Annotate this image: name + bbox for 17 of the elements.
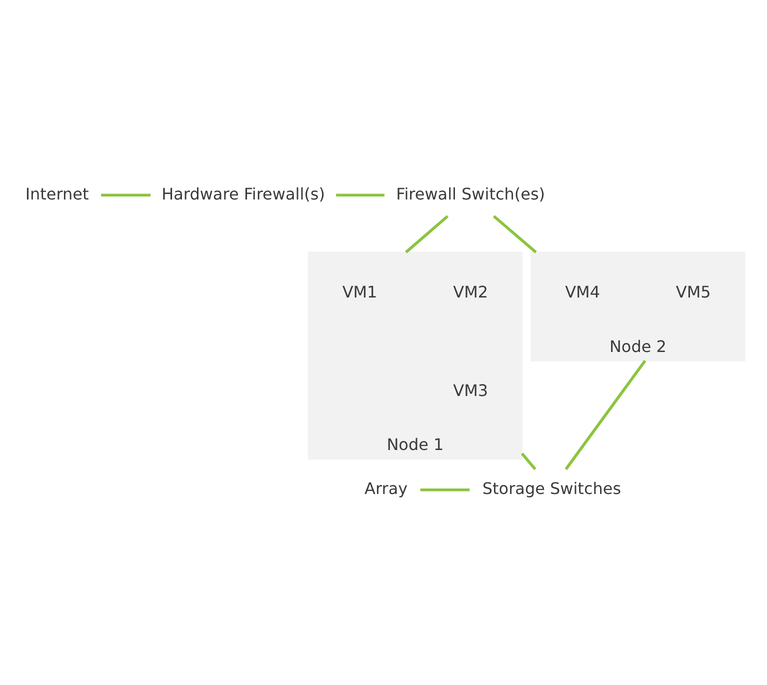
- node-text: Hardware Firewall(s): [162, 184, 325, 204]
- node-text: Array: [364, 479, 408, 498]
- node-text: VM1: [342, 282, 378, 302]
- connector: [101, 194, 150, 197]
- connector: [420, 488, 470, 492]
- connector: [564, 360, 646, 470]
- connector: [405, 215, 449, 254]
- node-text: Internet: [25, 184, 89, 204]
- connector: [520, 452, 536, 470]
- node-text: VM2: [453, 282, 488, 302]
- connector: [492, 215, 537, 254]
- node-text: VM3: [453, 380, 488, 400]
- node-text: Storage Switches: [482, 479, 622, 498]
- connector: [336, 194, 384, 197]
- node-text: Firewall Switch(es): [396, 184, 546, 204]
- node-text: VM4: [565, 282, 600, 302]
- node-text: VM5: [676, 282, 711, 302]
